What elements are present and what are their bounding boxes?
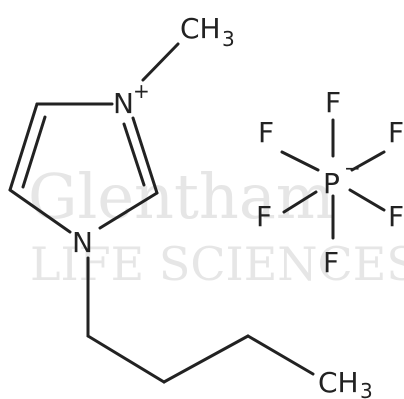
- fluorine-bottom: F: [323, 246, 339, 279]
- bond-c3p-c4p: [246, 334, 315, 376]
- watermark-line2: LIFE SCIENCES: [30, 237, 404, 291]
- watermark: Glentham LIFE SCIENCES: [28, 160, 404, 291]
- methyl-ch: CH: [180, 12, 221, 45]
- butyl-subscript: 3: [360, 379, 373, 399]
- imidazolium-ring: [8, 102, 159, 234]
- bond-c2p-c3p: [162, 334, 250, 384]
- watermark-line1: Glentham: [28, 160, 335, 233]
- bond-n1-c2: [98, 191, 159, 230]
- nitrogen-1: N: [72, 226, 93, 259]
- fluorine-lower-left: F: [256, 200, 272, 233]
- phosphorus: P: [323, 167, 340, 200]
- fluorine-top: F: [325, 86, 341, 119]
- bond-p-f-lower-left: [282, 190, 318, 214]
- bond-c4-c5-inner: [21, 115, 47, 189]
- nitrogen-3-charge: +: [133, 79, 150, 103]
- phosphorus-charge: −: [344, 156, 361, 180]
- bond-p-f-upper-right: [350, 150, 386, 172]
- bond-c5-n1: [8, 188, 72, 234]
- fluorine-upper-right: F: [388, 116, 404, 149]
- bond-c2-n3-inner: [122, 122, 146, 187]
- nitrogen-3: N: [113, 87, 134, 120]
- butyl-terminal-label: CH 3: [318, 366, 373, 399]
- nitrogen-3-label: N +: [113, 79, 150, 120]
- methyl-subscript: 3: [222, 27, 235, 51]
- fluorine-upper-left: F: [258, 116, 274, 149]
- bond-c4-c5: [8, 102, 39, 192]
- bond-n3-methyl: [141, 42, 180, 82]
- bond-p-f-upper-left: [280, 150, 320, 172]
- bond-p-f-lower-right: [348, 188, 386, 212]
- butyl-chain: [86, 256, 315, 384]
- butyl-ch: CH: [318, 366, 359, 399]
- methyl-label: CH 3: [180, 12, 235, 51]
- bond-c1p-c2p: [86, 334, 166, 384]
- hexafluorophosphate-anion: P − F F F F F F: [256, 86, 404, 279]
- bond-c2-n3: [131, 116, 159, 195]
- fluorine-lower-right: F: [388, 200, 404, 233]
